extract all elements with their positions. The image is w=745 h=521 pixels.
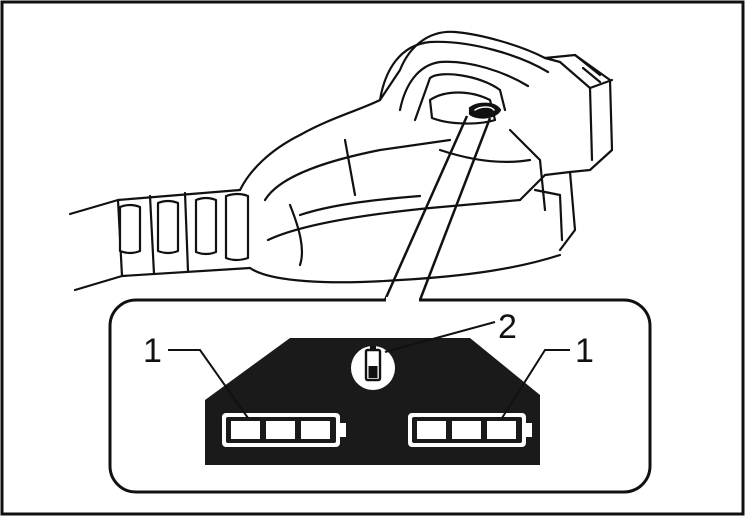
indicator-callout: 1 2 1 [108,297,652,494]
battery-cell [231,421,260,439]
blower-illustration [68,30,614,292]
callout-label-right: 1 [575,332,594,370]
left-battery-indicator [222,413,346,447]
battery-check-icon [351,346,395,390]
battery-cell [452,421,481,439]
zoom-leader [383,115,492,301]
battery-cell [266,421,295,439]
battery-terminal [526,423,532,437]
callout-leaders [168,321,570,419]
callout-label-left: 1 [143,332,162,370]
callout-gap [386,297,419,303]
callout-label-center: 2 [498,308,517,346]
right-battery-indicator [408,413,532,447]
battery-cell [417,421,446,439]
battery-terminal [340,423,346,437]
battery-cell [301,421,330,439]
battery-cell [487,421,516,439]
